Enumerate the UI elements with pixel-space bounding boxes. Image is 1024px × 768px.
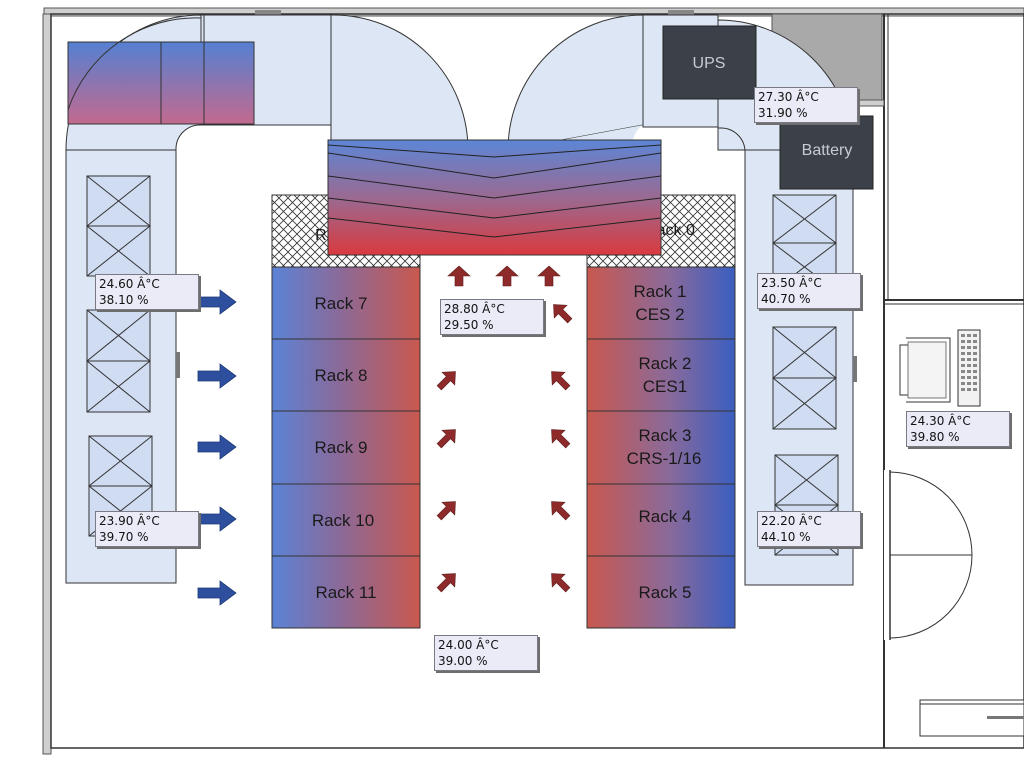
sensor-humidity: 29.50 % [444, 318, 494, 332]
rack-2[interactable]: Rack 2 CES1 [586, 338, 736, 412]
rack-3-label: Rack 3 [639, 426, 692, 445]
arrow-right-icon [197, 289, 237, 315]
rack-8[interactable]: Rack 8 [271, 338, 421, 412]
arrow-up-icon [495, 265, 519, 287]
rack-11[interactable]: Rack 11 [271, 555, 421, 629]
sensor-left-lower[interactable]: 23.90 Â°C 39.70 % [95, 511, 199, 547]
arrow-right-icon [197, 580, 237, 606]
sensor-temperature: 24.30 Â°C [910, 414, 971, 428]
sensor-temperature: 28.80 Â°C [444, 302, 505, 316]
sensor-right-upper[interactable]: 23.50 Â°C 40.70 % [757, 273, 861, 309]
rack-3[interactable]: Rack 3 CRS-1/16 [586, 410, 736, 485]
office-desk [919, 699, 1024, 737]
arrow-right-icon [197, 363, 237, 389]
computer-icon [899, 329, 981, 407]
arrow-up-icon [537, 265, 561, 287]
sensor-temperature: 27.30 Â°C [758, 90, 819, 104]
crac-unit-left-2 [86, 309, 151, 413]
sensor-ups[interactable]: 27.30 Â°C 31.90 % [754, 87, 858, 123]
arrow-up-right-icon [436, 429, 456, 449]
sensor-office[interactable]: 24.30 Â°C 39.80 % [906, 411, 1010, 447]
rack-5[interactable]: Rack 5 [586, 555, 736, 629]
rack-2-sublabel: CES1 [643, 377, 687, 396]
vent-right [853, 356, 857, 382]
room-walls [42, 7, 1024, 755]
arrow-right-icon [197, 506, 237, 532]
office-door [889, 470, 973, 640]
rack-9-label: Rack 9 [315, 438, 368, 457]
rack-11-label: Rack 11 [315, 583, 376, 602]
rack-10-label: Rack 10 [312, 511, 374, 530]
rack-10[interactable]: Rack 10 [271, 483, 421, 557]
rack-2-label: Rack 2 [639, 354, 692, 373]
rack-1[interactable]: Rack 1 CES 2 [586, 266, 736, 340]
arrow-up-left-icon [551, 371, 571, 391]
arrow-up-left-icon [551, 573, 571, 593]
ups-unit[interactable]: UPS [662, 25, 757, 100]
sensor-humidity: 31.90 % [758, 106, 808, 120]
sensor-temperature: 23.90 Â°C [99, 514, 160, 528]
sensor-left-upper[interactable]: 24.60 Â°C 38.10 % [95, 274, 199, 310]
ceiling-duct-panel [67, 15, 255, 125]
ups-label: UPS [693, 55, 726, 72]
rack-3-sublabel: CRS-1/16 [627, 449, 702, 468]
rack-1-label: Rack 1 [634, 282, 687, 301]
sensor-humidity: 40.70 % [761, 292, 811, 306]
sensor-center-bottom[interactable]: 24.00 Â°C 39.00 % [434, 635, 538, 671]
rack-7-label: Rack 7 [315, 294, 368, 313]
hot-aisle-hood [327, 139, 662, 256]
sensor-humidity: 39.80 % [910, 430, 960, 444]
battery-unit[interactable]: Battery [779, 115, 874, 190]
sensor-temperature: 23.50 Â°C [761, 276, 822, 290]
arrow-up-icon [447, 265, 471, 287]
arrow-up-left-icon [551, 429, 571, 449]
rack-4[interactable]: Rack 4 [586, 483, 736, 557]
arrow-up-left-icon [551, 501, 571, 521]
sensor-humidity: 39.00 % [438, 654, 488, 668]
arrow-right-icon [197, 434, 237, 460]
vent-left [176, 352, 180, 378]
rack-5-label: Rack 5 [639, 583, 692, 602]
sensor-humidity: 39.70 % [99, 530, 149, 544]
sensor-temperature: 24.00 Â°C [438, 638, 499, 652]
rack-9[interactable]: Rack 9 [271, 410, 421, 485]
sensor-temperature: 24.60 Â°C [99, 277, 160, 291]
sensor-temperature: 22.20 Â°C [761, 514, 822, 528]
arrow-up-right-icon [436, 501, 456, 521]
sensor-humidity: 44.10 % [761, 530, 811, 544]
battery-label: Battery [802, 142, 853, 159]
sensor-humidity: 38.10 % [99, 293, 149, 307]
rack-1-sublabel: CES 2 [635, 305, 684, 324]
crac-unit-right-2 [772, 326, 837, 430]
sensor-center-top[interactable]: 28.80 Â°C 29.50 % [440, 299, 544, 335]
arrow-up-right-icon [436, 573, 456, 593]
rack-7[interactable]: Rack 7 [271, 266, 421, 340]
crac-unit-left-1 [86, 175, 151, 277]
rack-4-label: Rack 4 [639, 507, 692, 526]
arrow-up-left-icon [553, 304, 573, 324]
sensor-right-lower[interactable]: 22.20 Â°C 44.10 % [757, 511, 861, 547]
arrow-up-right-icon [436, 371, 456, 391]
rack-8-label: Rack 8 [315, 366, 368, 385]
